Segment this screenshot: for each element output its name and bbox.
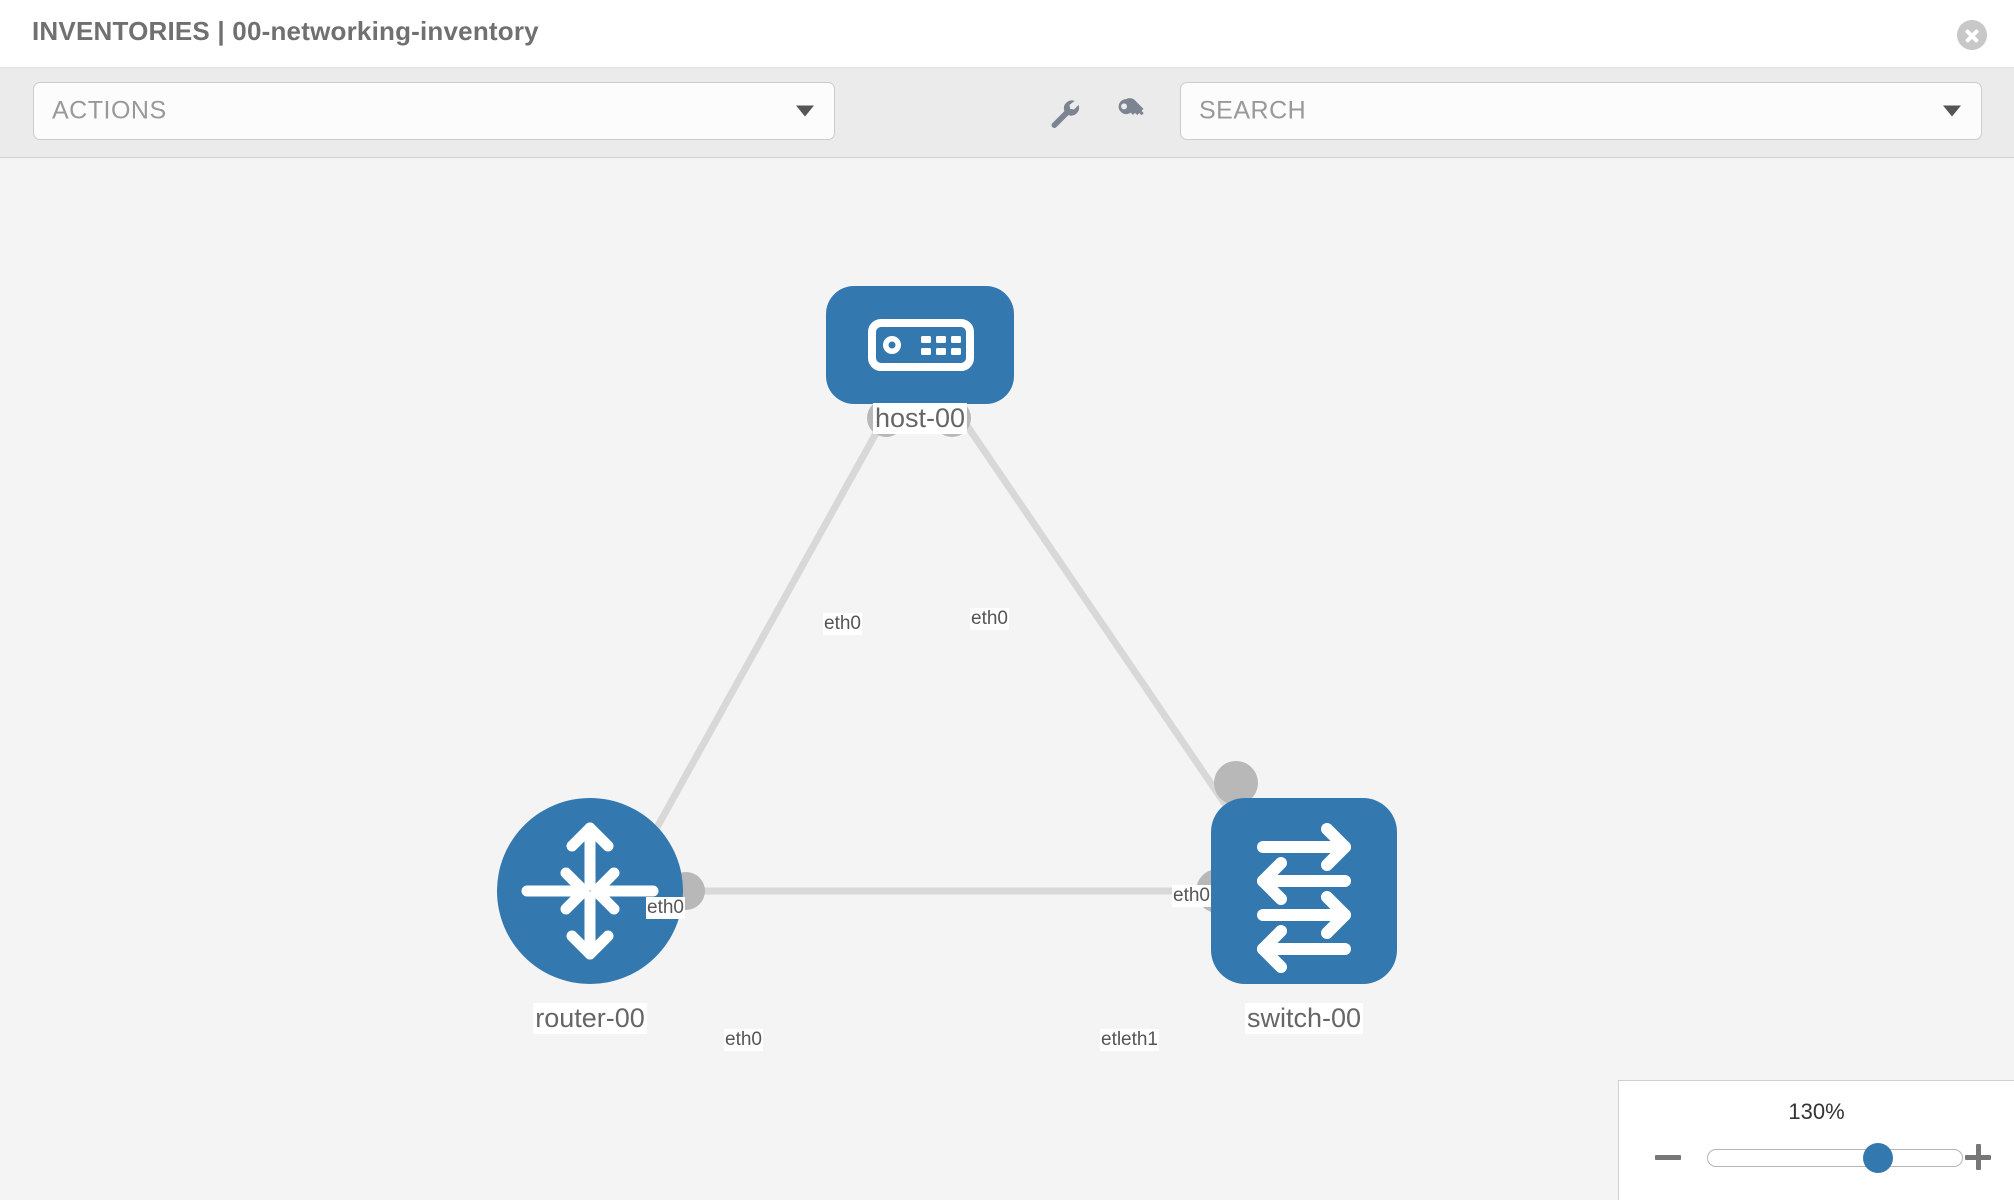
page-title: INVENTORIES | 00-networking-inventory [32,16,539,46]
actions-dropdown[interactable]: ACTIONS [33,82,835,140]
server-icon [868,319,974,371]
plus-icon[interactable] [1962,1141,1994,1173]
search-input[interactable]: SEARCH [1180,82,1982,140]
chevron-down-icon [1943,105,1961,117]
node-label-host: host-00 [872,403,968,434]
port-label-host-right: eth0 [970,608,1009,630]
chevron-down-icon [796,105,814,117]
server-icon-details [883,336,961,355]
zoom-control-panel: 130% [1618,1080,2014,1200]
topology-graph [497,286,1397,984]
port-switch-top [1214,761,1258,805]
actions-dropdown-label: ACTIONS [52,96,167,125]
zoom-slider-thumb[interactable] [1863,1143,1894,1173]
port-label-host-left: eth0 [823,613,862,635]
node-switch-00 [1211,798,1397,984]
search-placeholder: SEARCH [1199,96,1307,125]
link-host-switch [952,406,1258,850]
zoom-slider-row [1619,1137,2014,1177]
port-label-switch-uplink: eth0 [1172,885,1211,907]
wrench-icon[interactable] [1046,96,1080,130]
zoom-slider-track[interactable] [1707,1143,1963,1173]
node-label-router: router-00 [533,1003,647,1034]
port-label-switch-eth1: eth1 [1120,1029,1159,1051]
switch-arrows-icon [1257,823,1351,973]
router-arrows-icon [521,822,659,960]
node-router-00 [497,798,683,984]
link-group [636,406,1258,895]
zoom-level-value: 130% [1788,1099,1845,1124]
port-label-router-eth0: eth0 [724,1029,763,1051]
page-header: INVENTORIES | 00-networking-inventory [0,0,2014,68]
node-label-switch: switch-00 [1244,1003,1364,1034]
link-host-router [636,406,894,860]
port-label-router-uplink: eth0 [646,897,685,919]
toolbar: ACTIONS SEARCH [0,68,2014,158]
node-host-00 [826,286,1014,404]
minus-icon[interactable] [1652,1141,1684,1173]
topology-canvas[interactable]: host-00 router-00 switch-00 eth0 eth0 et… [0,158,2014,1200]
key-icon[interactable] [1114,96,1148,130]
close-icon[interactable] [1957,20,1987,50]
